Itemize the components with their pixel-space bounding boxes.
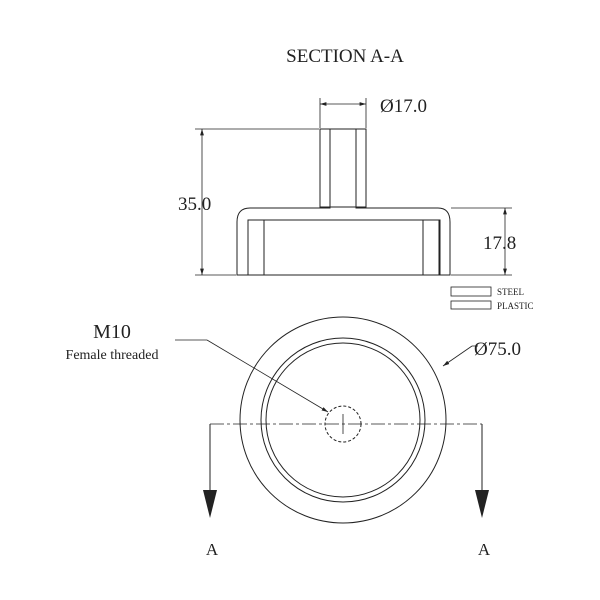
legend-swatch-steel [450,286,492,297]
material-legend: STEEL PLASTIC [450,286,534,311]
section-arrow-left [203,490,217,518]
total-height-label: 35.0 [178,194,211,215]
body-steel-shell [236,206,451,276]
stem-diameter-label: Ø17.0 [380,96,427,117]
outer-diameter-label: Ø75.0 [474,339,521,360]
outer-circle [239,316,447,524]
plastic-insert-right [422,219,440,276]
legend-label-steel: STEEL [497,287,524,297]
legend-label-plastic: PLASTIC [497,301,534,311]
section-marker-left: A [206,540,219,559]
inner-circle-1 [260,337,426,503]
stem-wall-right [355,128,367,208]
plastic-insert-left [247,219,265,276]
stem-wall-left [319,128,331,208]
thread-description-label: Female threaded [66,348,159,363]
body-height-label: 17.8 [483,233,516,254]
plan-view: A A M10 Female threaded Ø75.0 [66,316,521,559]
thread-size-label: M10 [93,321,131,343]
legend-swatch-plastic [450,300,492,310]
section-title: SECTION A-A [286,46,404,67]
section-marker-right: A [478,540,491,559]
section-arrow-right [475,490,489,518]
inner-circle-2 [265,342,421,498]
section-view: Ø17.0 35.0 17.8 [178,96,516,276]
